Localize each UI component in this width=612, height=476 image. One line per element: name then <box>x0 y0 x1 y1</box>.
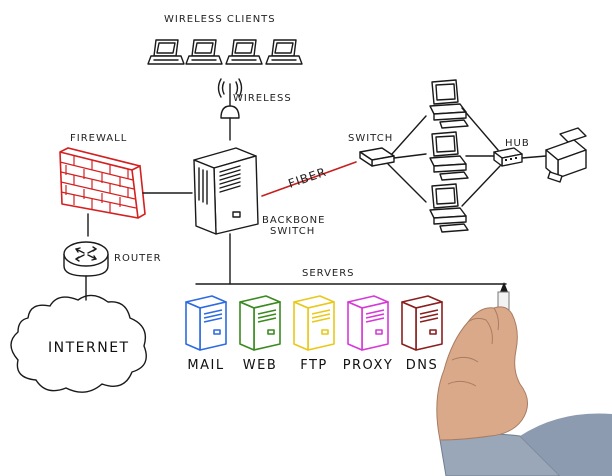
switch-ws1-link <box>391 115 427 155</box>
servers-label: SERVERS <box>302 268 355 279</box>
switch-ws3-link <box>387 163 427 203</box>
laptop-icon-3 <box>225 39 263 65</box>
laptop-icon-2 <box>185 39 223 65</box>
printer-icon <box>545 127 587 183</box>
switch-label: SWITCH <box>348 133 393 144</box>
ws1-hub-link <box>461 107 499 151</box>
router-label: ROUTER <box>114 253 162 264</box>
backbone-switch-icon <box>193 147 259 235</box>
fiber-link-line <box>261 161 357 197</box>
internet-label: INTERNET <box>48 340 130 356</box>
hub-label: HUB <box>505 138 530 149</box>
server-icon-proxy <box>347 295 389 351</box>
workstation-icon-1 <box>429 79 469 129</box>
server-label-mail: MAIL <box>187 358 224 373</box>
server-icon-dns <box>401 295 443 351</box>
internet-cloud-icon <box>10 294 147 393</box>
hand-with-marker <box>436 282 612 476</box>
hub-icon <box>493 147 523 167</box>
switch-icon <box>359 147 395 167</box>
server-label-ftp: FTP <box>300 358 328 373</box>
server-icon-ftp <box>293 295 335 351</box>
switch-ws2-link <box>393 153 427 159</box>
fiber-label: FIBER <box>286 165 328 191</box>
server-icon-mail <box>185 295 227 351</box>
firewall-icon <box>59 147 146 219</box>
wireless-access-point-icon <box>217 78 243 119</box>
router-icon <box>63 241 109 277</box>
workstation-icon-3 <box>429 183 469 233</box>
server-icon-web <box>239 295 281 351</box>
server-row: MAIL WEB FTP PROXY DNS <box>185 295 443 373</box>
laptop-icon-1 <box>147 39 185 65</box>
firewall-label: FIREWALL <box>70 133 127 144</box>
server-label-web: WEB <box>243 358 278 373</box>
wireless-label: WIRELESS <box>233 93 292 104</box>
server-label-proxy: PROXY <box>343 358 394 373</box>
ws3-hub-link <box>461 165 501 207</box>
server-label-dns: DNS <box>406 358 439 373</box>
wireless-clients-label: WIRELESS CLIENTS <box>164 14 276 25</box>
backbone-switch-label: SWITCH <box>270 226 315 237</box>
workstation-icon-2 <box>429 131 469 181</box>
hub-printer-link <box>521 155 547 159</box>
laptop-icon-4 <box>265 39 303 65</box>
backbone-label: BACKBONE <box>262 215 325 226</box>
